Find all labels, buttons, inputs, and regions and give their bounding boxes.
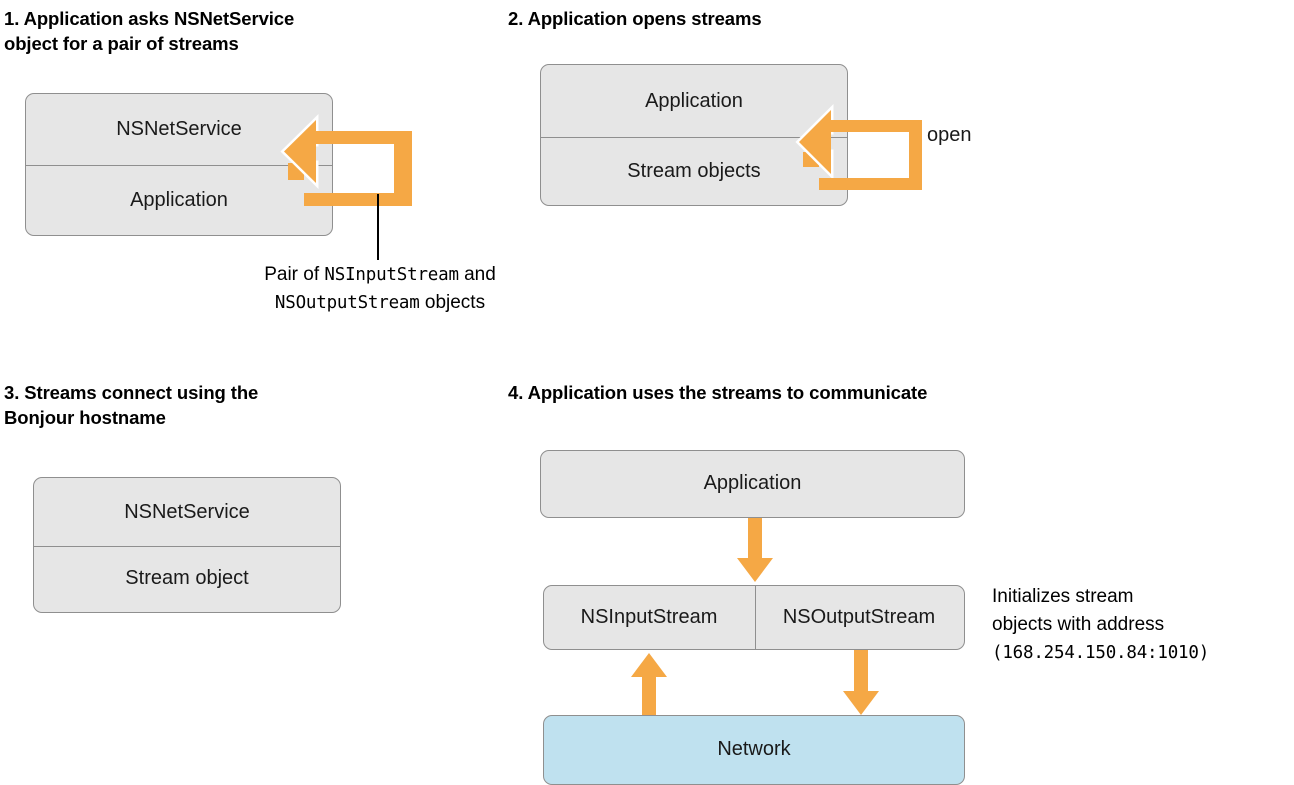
panel-4-network-label: Network — [717, 738, 791, 760]
panel-4-application-label: Application — [703, 472, 802, 494]
panel-4-output-stream-label: NSOutputStream — [782, 605, 936, 628]
panel-4-input-stream-cell: NSInputStream — [544, 586, 754, 648]
panel-4-output-stream-cell: NSOutputStream — [755, 586, 963, 648]
panel-2-bottom-label: Stream objects — [627, 159, 761, 182]
panel-4-network-cell: Network — [544, 716, 964, 783]
panel-1-hook-arrow-icon — [280, 114, 412, 206]
panel-2-heading: 2. Application opens streams — [508, 8, 762, 29]
caption-prefix: Pair of — [264, 264, 325, 285]
panel-3-heading: 3. Streams connect using the Bonjour hos… — [4, 382, 259, 428]
panel-3-bottom-label: Stream object — [125, 567, 249, 589]
caption-suffix: and — [458, 264, 496, 285]
panel-4-streams-divider — [755, 586, 756, 649]
panel-1-bottom-label: Application — [130, 188, 228, 211]
panel-2-box: Application Stream objects — [540, 64, 848, 206]
panel-4-down-arrow-application-icon — [737, 518, 773, 582]
nsinputstream-token: NSInputStream — [324, 265, 459, 285]
panel-4-side-note-address: (168.254.150.84:1010) — [992, 643, 1210, 663]
panel-1-box-top-cell: NSNetService — [26, 94, 332, 165]
panel-4-side-note-line-2: objects with address — [992, 614, 1165, 635]
panel-3-top-label: NSNetService — [124, 500, 250, 523]
panel-1-caption-line-1: Pair of NSInputStream and — [120, 261, 640, 289]
panel-1-leader-line — [377, 194, 379, 260]
panel-4-down-arrow-network-icon — [843, 650, 879, 715]
panel-3-box-divider — [34, 546, 340, 547]
panel-3-box-top-cell: NSNetService — [34, 478, 340, 546]
panel-2-hook-arrow-icon — [795, 103, 922, 190]
panel-4-up-arrow-network-icon — [631, 653, 667, 718]
panel-4-input-stream-label: NSInputStream — [580, 605, 718, 628]
panel-4-streams-box: NSInputStream NSOutputStream — [543, 585, 965, 650]
panel-1-heading: 1. Application asks NSNetService object … — [4, 8, 295, 54]
panel-1-caption: Pair of NSInputStream and NSOutputStream… — [120, 261, 640, 317]
panel-1-caption-line-2: NSOutputStream objects — [120, 289, 640, 317]
panel-4-network-box: Network — [543, 715, 965, 785]
panel-4-application-cell: Application — [541, 451, 964, 516]
panel-1-top-label: NSNetService — [116, 118, 242, 140]
nsoutputstream-token: NSOutputStream — [274, 293, 420, 313]
panel-4-side-note: Initializes stream objects with address … — [992, 583, 1292, 667]
panel-2-box-bottom-cell: Stream objects — [541, 137, 847, 205]
panel-3-box-bottom-cell: Stream object — [34, 546, 340, 611]
panel-3-box: NSNetService Stream object — [33, 477, 341, 613]
panel-1-box-divider — [26, 165, 332, 166]
panel-2-box-top-cell: Application — [541, 65, 847, 137]
caption-objects-suffix: objects — [419, 292, 486, 313]
panel-4-application-box: Application — [540, 450, 965, 518]
panel-4-side-note-line-1: Initializes stream — [992, 586, 1134, 607]
panel-4-heading: 4. Application uses the streams to commu… — [508, 382, 928, 403]
panel-2-box-divider — [541, 137, 847, 138]
panel-1-box: NSNetService Application — [25, 93, 333, 236]
panel-2-top-label: Application — [645, 89, 743, 112]
panel-2-open-label: open — [927, 124, 972, 146]
panel-1-box-bottom-cell: Application — [26, 165, 332, 235]
